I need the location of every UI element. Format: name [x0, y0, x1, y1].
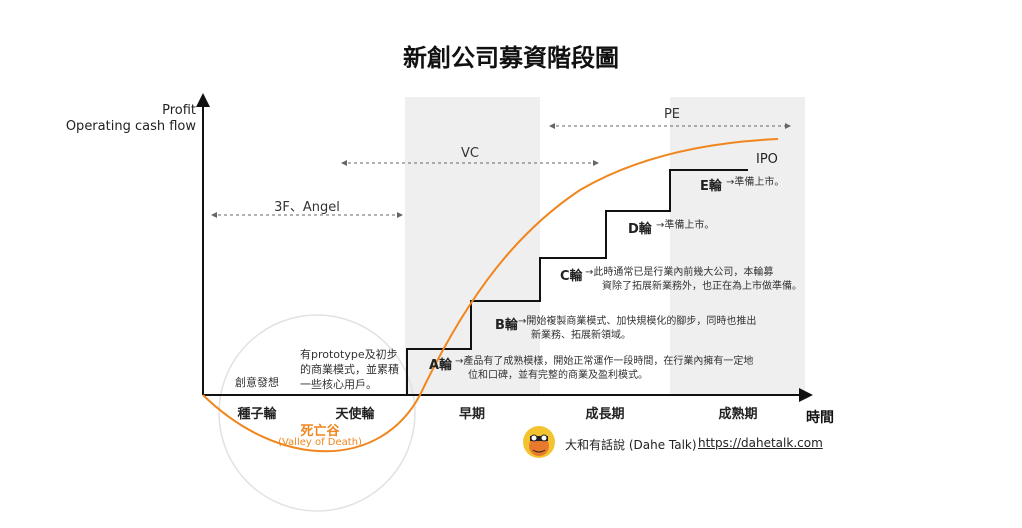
valley-of-death-circle [218, 314, 416, 512]
stage-mature: 成熟期 [718, 407, 758, 422]
stage-seed: 種子輪 [237, 407, 277, 422]
page-title: 新創公司募資階段圖 [403, 44, 619, 72]
round-e-label: E輪 [700, 179, 722, 194]
stage-early: 早期 [458, 407, 486, 422]
prototype-note-3: 一些核心用戶。 [300, 378, 377, 391]
valley-of-death-label: 死亡谷 [300, 424, 340, 439]
round-a-label: A輪 [429, 358, 453, 373]
prototype-note-1: 有prototype及初步 [300, 348, 398, 361]
y-axis-label-cashflow: Operating cash flow [65, 119, 196, 134]
mature-stage-band [670, 97, 805, 395]
prototype-note-2: 的商業模式，並累積 [300, 363, 399, 376]
round-a-desc-2: 位和口碑，並有完整的商業及盈利模式。 [468, 370, 648, 381]
y-axis-label-profit: Profit [162, 103, 196, 118]
round-b-desc-2: 新業務、拓展新領域。 [531, 330, 631, 341]
vc-range-label: VC [461, 146, 479, 161]
round-e-desc: →準備上市。 [726, 177, 785, 188]
round-b-desc-1: →開始複製商業模式、加快規模化的腳步，同時也推出 [518, 316, 757, 327]
credit-link[interactable]: https://dahetalk.com [698, 436, 823, 450]
valley-of-death-sublabel: (Valley of Death) [278, 437, 362, 448]
stage-angel: 天使輪 [335, 407, 375, 422]
pe-range-label: PE [663, 107, 681, 122]
profit-curve [202, 138, 779, 453]
early-stage-band [405, 97, 540, 395]
round-c-label: C輪 [560, 269, 583, 284]
stage-growth: 成長期 [585, 407, 625, 422]
x-axis-label: 時間 [806, 410, 834, 426]
round-b-label: B輪 [495, 318, 518, 333]
round-c-desc-2: 資除了拓展新業務外，也正在為上市做準備。 [602, 281, 802, 292]
round-d-desc: →準備上市。 [656, 220, 715, 231]
credit-author: 大和有話說 (Dahe Talk) [565, 438, 697, 452]
funding-staircase [203, 169, 748, 396]
round-c-desc-1: →此時通常已是行業內前幾大公司，本輪募 [585, 267, 774, 278]
angel-range-label: 3F、Angel [274, 200, 340, 215]
ipo-label: IPO [756, 152, 778, 167]
round-a-desc-1: →產品有了成熟模樣，開始正常運作一段時間，在行業內擁有一定地 [455, 356, 754, 367]
avatar [523, 426, 555, 458]
round-d-label: D輪 [628, 222, 652, 237]
idea-note: 創意發想 [235, 376, 279, 389]
